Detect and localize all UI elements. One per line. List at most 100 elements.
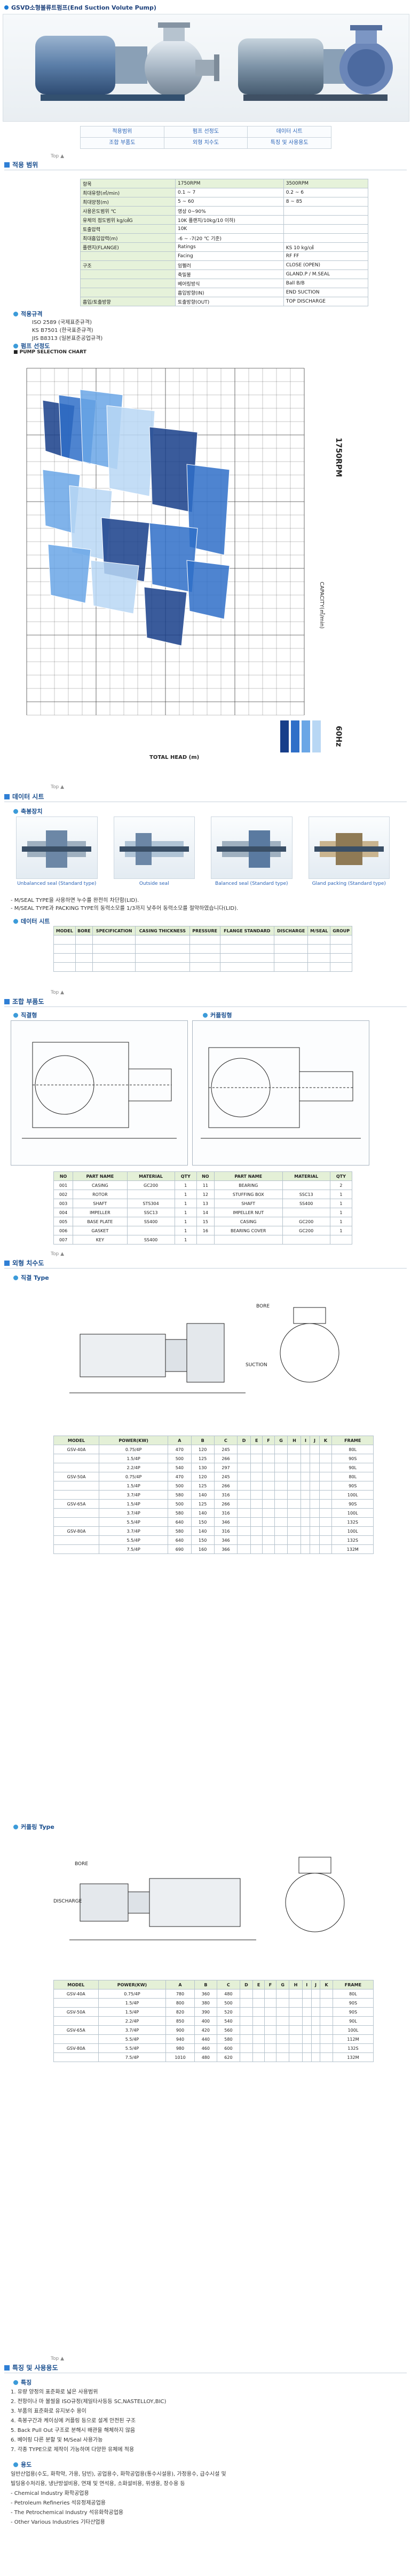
dim-cell bbox=[53, 2034, 99, 2044]
parts-cell: SSC13 bbox=[282, 1190, 330, 1199]
dim-cell bbox=[274, 1508, 288, 1518]
data-cell bbox=[274, 935, 309, 945]
dim-cell bbox=[319, 1544, 333, 1554]
circle-bullet-icon bbox=[13, 809, 18, 814]
data-cell bbox=[330, 953, 352, 963]
spec-cell: Ratings bbox=[175, 242, 284, 252]
data-cell bbox=[92, 953, 136, 963]
parts-cell: 2 bbox=[329, 1180, 353, 1190]
dim-cell: 90L bbox=[332, 2016, 374, 2026]
nav-outline-button[interactable]: 외형 치수도 bbox=[164, 138, 248, 149]
discharge-label: DISCHARGE bbox=[53, 1899, 82, 1904]
dim-cell bbox=[250, 1490, 263, 1500]
dim-cell bbox=[237, 1463, 251, 1472]
data-cell bbox=[219, 962, 275, 972]
dim-cell bbox=[250, 1535, 263, 1545]
dim-cell: 132S bbox=[331, 1517, 374, 1527]
dim-cell: 346 bbox=[214, 1517, 238, 1527]
dim-cell bbox=[287, 1481, 302, 1491]
table-header-cell: PRESSURE bbox=[189, 926, 220, 936]
dim-cell: 100L bbox=[331, 1490, 374, 1500]
spec-cell: Facing bbox=[175, 251, 284, 261]
dim-cell bbox=[274, 1490, 288, 1500]
spec-cell: 0.2 ~ 6 bbox=[283, 188, 369, 197]
pump-region bbox=[186, 560, 230, 620]
top-link[interactable]: Top ▲ bbox=[51, 784, 64, 790]
spec-cell: 구조 bbox=[80, 260, 176, 270]
parts-cell: 004 bbox=[53, 1208, 74, 1217]
parts-cell: 1 bbox=[174, 1235, 197, 1245]
parts-cell: IMPELLER bbox=[73, 1208, 128, 1217]
dim-cell: 1.5/4P bbox=[99, 1481, 169, 1491]
dim-cell: 316 bbox=[214, 1490, 238, 1500]
dim-cell bbox=[53, 1490, 100, 1500]
top-link[interactable]: Top ▲ bbox=[51, 990, 64, 995]
dim-cell bbox=[289, 1989, 303, 1999]
dim-cell bbox=[319, 1445, 333, 1454]
dim-cell: GSV-50A bbox=[53, 2007, 99, 2017]
top-link[interactable]: Top ▲ bbox=[51, 2356, 64, 2361]
dim-cell bbox=[302, 2034, 312, 2044]
ylabel: CAPACITY(㎥/min) bbox=[319, 582, 326, 629]
seal-heading: 축봉장치 bbox=[13, 807, 42, 815]
dim-cell: 800 bbox=[165, 1998, 195, 2008]
dim-cell bbox=[320, 1989, 333, 1999]
dim-cell: 5.5/4P bbox=[99, 1517, 169, 1527]
dim-cell bbox=[310, 1508, 320, 1518]
dim-cell bbox=[250, 1517, 263, 1527]
dim-cell bbox=[252, 2016, 265, 2026]
table-header-cell: SPECIFICATION bbox=[92, 926, 136, 936]
parts-cell: BEARING bbox=[214, 1180, 283, 1190]
data-cell bbox=[92, 944, 136, 954]
nav-datasheet-button[interactable]: 데이터 시트 bbox=[248, 126, 331, 138]
dim-cell bbox=[262, 1526, 275, 1536]
parts-cell: 1 bbox=[174, 1180, 197, 1190]
chart-legend bbox=[280, 720, 321, 752]
top-link[interactable]: Top ▲ bbox=[51, 154, 64, 159]
dim-cell bbox=[274, 1535, 288, 1545]
selection-chart: 1750RPM 60Hz CAPACITY(㎥/min) TOTAL HEAD … bbox=[11, 358, 363, 763]
seal-card: Gland packing (Standard type) bbox=[308, 817, 390, 886]
dim-cell: GSV-40A bbox=[53, 1445, 100, 1454]
dim-cell bbox=[239, 2016, 254, 2026]
dim-cell: 316 bbox=[214, 1508, 238, 1518]
parts-cell: 1 bbox=[174, 1208, 197, 1217]
spec-cell bbox=[283, 224, 369, 234]
nav-assembly-button[interactable]: 조합 부품도 bbox=[81, 138, 164, 149]
dim-cell: 100L bbox=[331, 1526, 374, 1536]
section-square-icon bbox=[4, 2365, 10, 2371]
parts-cell: 001 bbox=[53, 1180, 74, 1190]
dim-cell bbox=[274, 1481, 288, 1491]
dim-cell bbox=[53, 1998, 99, 2008]
dim-cell bbox=[250, 1445, 263, 1454]
dim-cell bbox=[276, 2025, 290, 2035]
dim-cell bbox=[53, 1481, 100, 1491]
coupling-outline-drawing: BORE DISCHARGE bbox=[43, 1836, 374, 1969]
dim-cell bbox=[311, 2016, 321, 2026]
dim-cell bbox=[264, 2016, 277, 2026]
nav-feature-button[interactable]: 특징 및 사용용도 bbox=[248, 138, 331, 149]
dim-cell bbox=[237, 1445, 251, 1454]
standards-heading: 적용규격 bbox=[13, 310, 42, 318]
nav-scope-button[interactable]: 적용범위 bbox=[81, 126, 164, 138]
dim-cell: 90L bbox=[331, 1463, 374, 1472]
dim-cell bbox=[310, 1526, 320, 1536]
dim-cell: 900 bbox=[165, 2025, 195, 2035]
feature-list: 1. 유량 양정의 표준화로 넓은 사용범위 2. 전항이나 마 볼씰을 ISO… bbox=[11, 2389, 167, 2453]
dim-cell: 380 bbox=[194, 1998, 218, 2008]
dim-cell bbox=[320, 2052, 333, 2062]
dim-cell: 1.5/4P bbox=[99, 1454, 169, 1463]
dim-cell bbox=[53, 1463, 100, 1472]
top-link[interactable]: Top ▲ bbox=[51, 1251, 64, 1257]
dim-cell: 7.5/4P bbox=[98, 2052, 167, 2062]
data-cell bbox=[53, 935, 76, 945]
dim-cell: 3.7/4P bbox=[99, 1490, 169, 1500]
nav-chart-button[interactable]: 펌프 선정도 bbox=[164, 126, 248, 138]
circle-bullet-icon bbox=[13, 311, 18, 316]
dim-cell bbox=[287, 1535, 302, 1545]
circle-bullet-icon bbox=[13, 2380, 18, 2385]
